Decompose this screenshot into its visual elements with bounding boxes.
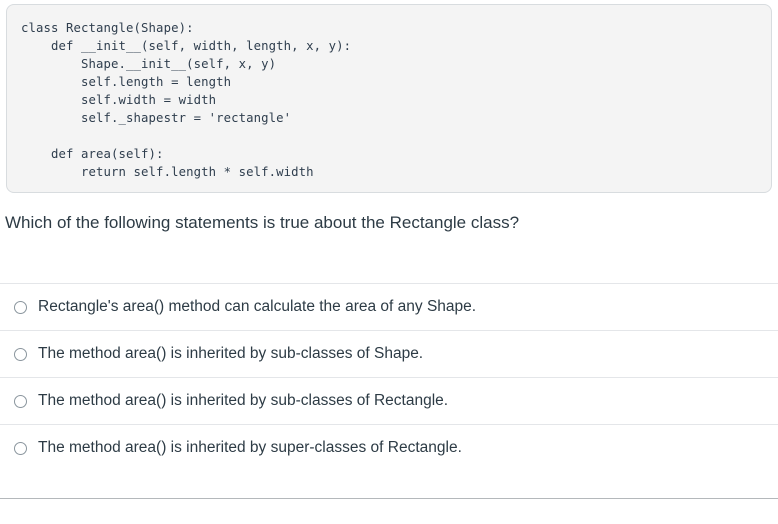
- answer-option-label: The method area() is inherited by sub-cl…: [38, 392, 449, 409]
- radio-button-icon[interactable]: [14, 300, 27, 314]
- bottom-divider: [0, 498, 778, 499]
- answer-option-label: The method area() is inherited by sub-cl…: [38, 345, 424, 362]
- radio-button-icon[interactable]: [14, 441, 27, 455]
- answer-options-list: Rectangle's area() method can calculate …: [0, 283, 778, 471]
- answer-option-4[interactable]: The method area() is inherited by super-…: [0, 424, 778, 471]
- answer-option-1[interactable]: Rectangle's area() method can calculate …: [0, 283, 778, 330]
- radio-button-icon[interactable]: [14, 347, 27, 361]
- code-block: class Rectangle(Shape): def __init__(sel…: [6, 4, 772, 193]
- question-prompt: Which of the following statements is tru…: [5, 213, 520, 232]
- radio-button-icon[interactable]: [14, 394, 27, 408]
- answer-option-2[interactable]: The method area() is inherited by sub-cl…: [0, 330, 778, 377]
- answer-option-3[interactable]: The method area() is inherited by sub-cl…: [0, 377, 778, 424]
- answer-option-label: The method area() is inherited by super-…: [38, 439, 462, 456]
- code-sample-text: class Rectangle(Shape): def __init__(sel…: [21, 21, 352, 179]
- answer-option-label: Rectangle's area() method can calculate …: [38, 298, 477, 315]
